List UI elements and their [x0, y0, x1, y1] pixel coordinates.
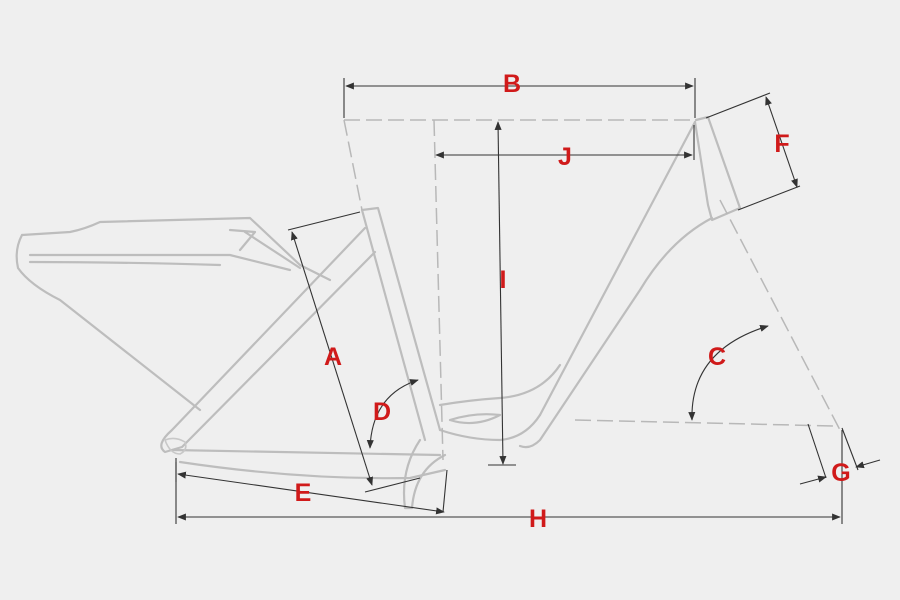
- rear-dropout: [164, 437, 187, 455]
- construction-lines: [343, 119, 841, 461]
- chain-stay: [170, 448, 447, 480]
- seat-stay: [160, 226, 377, 454]
- dimension-i-line: [494, 121, 507, 465]
- dimension-g-right-arrow: [855, 459, 881, 469]
- label-i: I: [500, 266, 507, 294]
- bike-frame: [15, 115, 742, 510]
- label-b: B: [503, 70, 521, 98]
- down-tube: [518, 120, 714, 449]
- dimension-d-arc: [366, 379, 419, 449]
- label-g: G: [831, 459, 850, 487]
- dimension-c-arc: [688, 324, 769, 421]
- label-h: H: [529, 505, 547, 533]
- dimension-lines: [175, 78, 881, 524]
- rear-rack: [15, 216, 332, 412]
- dimension-f-line: [765, 96, 798, 188]
- label-j: J: [558, 143, 572, 171]
- label-f: F: [774, 130, 789, 158]
- label-c: C: [708, 343, 726, 371]
- label-e: E: [295, 479, 312, 507]
- label-d: D: [373, 398, 391, 426]
- head-tube: [693, 115, 742, 222]
- label-a: A: [324, 343, 342, 371]
- dimension-e-line: [177, 471, 445, 515]
- dimension-labels: B J I F A D C E H G: [295, 70, 851, 533]
- dimension-a-line: [291, 231, 373, 486]
- dimension-g-left-arrow: [799, 475, 827, 485]
